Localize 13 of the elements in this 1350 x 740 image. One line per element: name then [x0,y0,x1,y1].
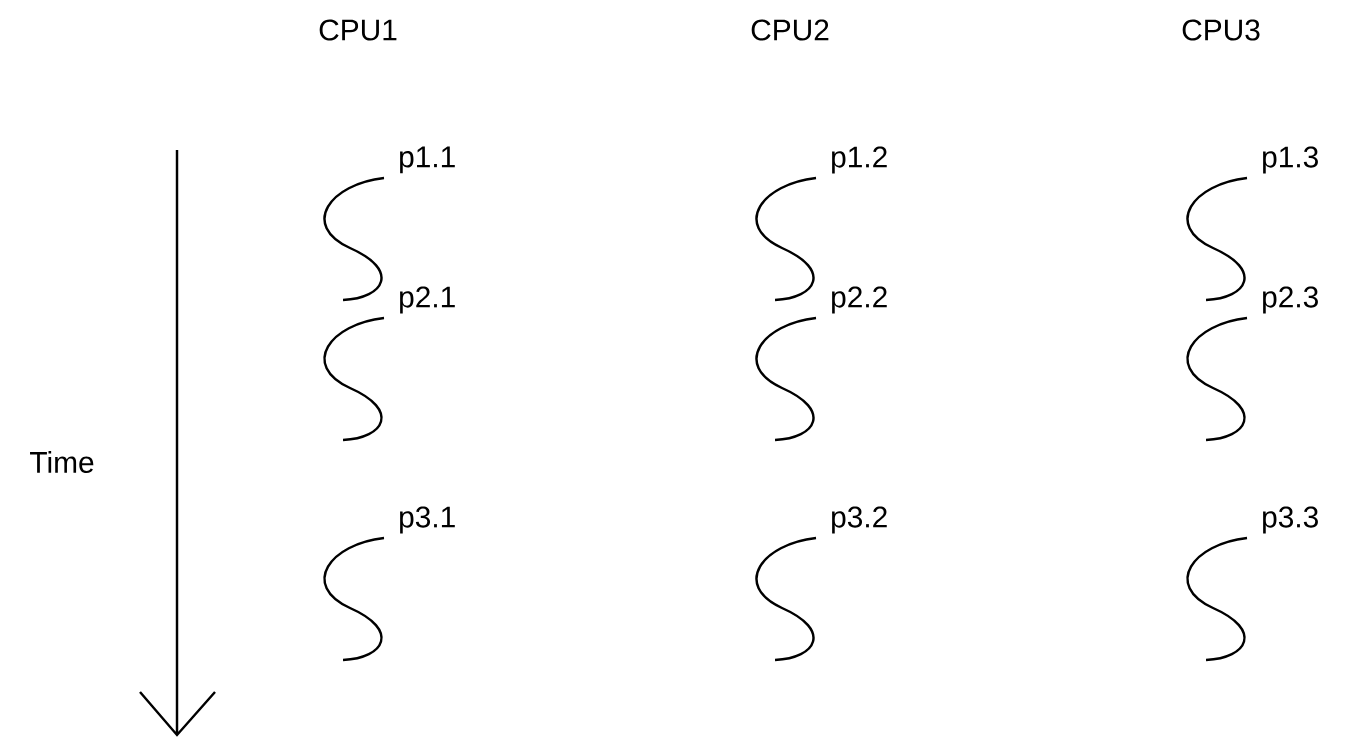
thread-label: p1.3 [1263,146,1318,174]
cpu-label: CPU2 [751,19,829,41]
thread-label: p3.1 [400,506,455,534]
axis-label: Time [30,451,94,473]
thread-label: p2.3 [1263,286,1318,314]
cpu-label: CPU1 [319,19,397,41]
thread-label: p3.3 [1263,506,1318,534]
thread-label: p1.2 [832,146,887,174]
thread-label: p2.2 [832,286,887,314]
thread-label: p2.1 [400,286,455,314]
thread-label: p1.1 [400,146,455,174]
thread-label: p3.2 [832,506,887,534]
cpu-label: CPU3 [1182,19,1260,41]
